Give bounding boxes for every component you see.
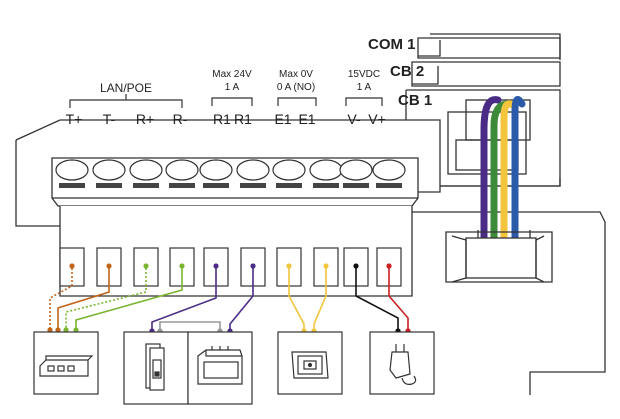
terminal-wire-dot: [179, 263, 185, 269]
terminal-slot-bar: [169, 183, 195, 188]
exit-button-icon: [277, 331, 343, 395]
terminal-label: V+: [368, 111, 386, 127]
wire-r-plus: [65, 268, 147, 328]
terminal-label: R-: [173, 111, 188, 127]
wire-relay-1: [151, 268, 217, 330]
wire-power-positive: [388, 266, 409, 330]
terminal-screw: [272, 159, 306, 181]
terminal-screw: [55, 159, 89, 181]
wire-r-minus: [75, 268, 183, 328]
group-label-lan-poe: LAN/POE: [100, 81, 152, 95]
terminal-label: R+: [136, 111, 154, 127]
terminal-slot-bar: [313, 183, 339, 188]
terminal-slot-bar: [59, 183, 85, 188]
terminal-screw: [199, 159, 233, 181]
terminal-slot-bar: [96, 183, 122, 188]
terminal-label: V-: [347, 111, 361, 127]
relay-rating-line2: 1 A: [225, 82, 240, 93]
terminal-label: E1: [298, 111, 315, 127]
terminal-label: R1: [234, 111, 252, 127]
terminal-wire-dot: [106, 263, 112, 269]
field-wiring: [49, 266, 409, 330]
terminal-screw: [129, 159, 163, 181]
terminal-screws: [55, 159, 406, 181]
power-rating-line1: 15VDC: [348, 69, 380, 80]
terminal-label: E1: [274, 111, 291, 127]
port-label-cb1: CB 1: [398, 92, 432, 109]
relay-rating-line1: Max 24V: [212, 69, 252, 80]
port-label-com1: COM 1: [368, 36, 416, 53]
terminal-slots: [59, 183, 402, 188]
terminal-slot-bar: [240, 183, 266, 188]
terminal-screw: [339, 159, 373, 181]
ribbon-wire-purple: [480, 96, 502, 244]
wire-t-plus: [49, 268, 73, 328]
wire-relay-2: [229, 268, 254, 330]
terminal-slot-bar: [376, 183, 402, 188]
port-labels: COM 1 CB 2 CB 1: [368, 36, 432, 109]
terminal-wire-dot: [286, 263, 292, 269]
ribbon-wire-blue: [511, 96, 526, 244]
ribbon-cable: [480, 96, 526, 244]
terminal-label: R1: [213, 111, 231, 127]
exit-rating-line1: Max 0V: [279, 69, 313, 80]
lan-poe-bracket: [69, 99, 183, 108]
terminal-wire-dot: [143, 263, 149, 269]
power-adapter-icon: [369, 331, 435, 395]
wire-relay-psu: [159, 321, 221, 330]
din-rail-power-supply-icon: [197, 346, 243, 385]
terminal-wire-dot: [213, 263, 219, 269]
terminal-group-labels: LAN/POE Max 24V 1 A Max 0V 0 A (NO) 15VD…: [69, 69, 383, 108]
power-rating-line2: 1 A: [357, 82, 372, 93]
terminal-wire-dot: [250, 263, 256, 269]
exit-rating-line2: 0 A (NO): [277, 82, 315, 93]
terminal-slot-bar: [203, 183, 229, 188]
terminal-block: [51, 157, 419, 297]
terminal-slot-bar: [276, 183, 302, 188]
terminal-slot-bar: [343, 183, 369, 188]
wire-power-negative: [355, 266, 399, 330]
terminal-screw: [92, 159, 126, 181]
wire-t-minus: [57, 268, 110, 328]
cable-socket: [445, 230, 553, 283]
terminal-screw: [309, 159, 343, 181]
terminal-label: T-: [103, 111, 116, 127]
terminal-screw: [236, 159, 270, 181]
port-label-cb2: CB 2: [390, 63, 424, 80]
electric-strike-lock-icon: [145, 343, 165, 391]
device-housing: [15, 119, 606, 395]
terminal-label: T+: [66, 111, 83, 127]
wire-exit-2: [313, 268, 327, 330]
terminal-slot-bar: [133, 183, 159, 188]
terminal-screw: [372, 159, 406, 181]
terminal-wire-dot: [323, 263, 329, 269]
network-switch-icon: [33, 331, 99, 395]
terminal-wire-dot: [69, 263, 75, 269]
terminal-screw: [165, 159, 199, 181]
wire-exit-1: [288, 268, 305, 330]
